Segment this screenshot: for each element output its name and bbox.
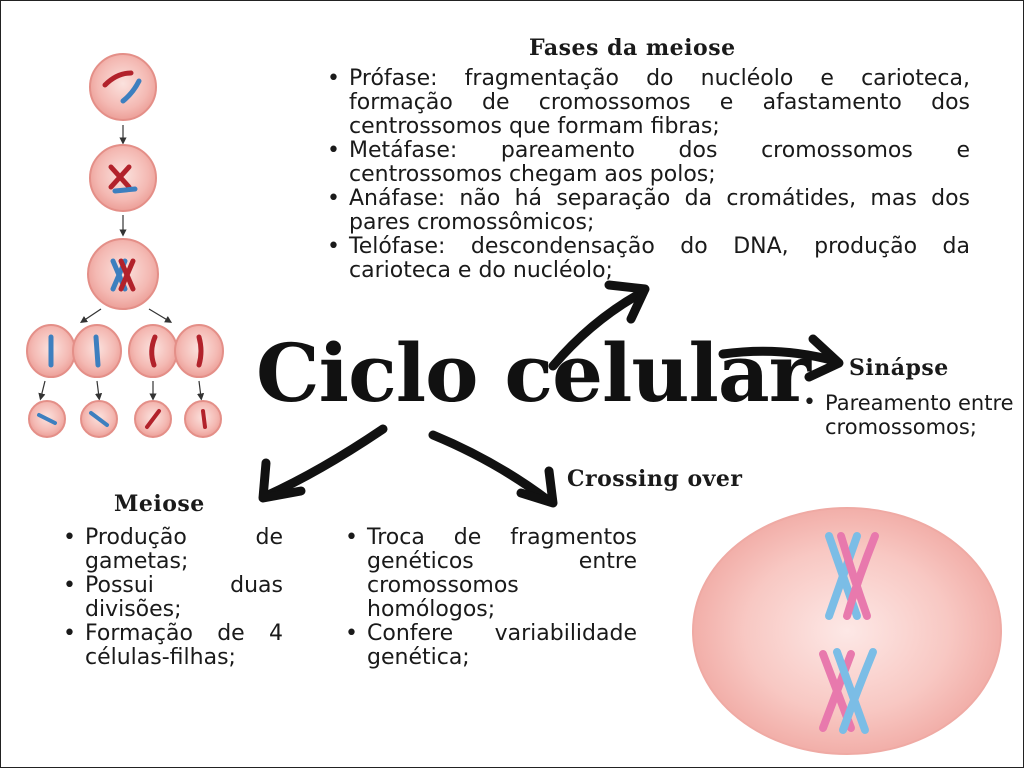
cell-stage-3 [87,238,159,310]
arrow-to-fases [548,288,646,371]
crossing-list: Troca de fragmentos genéticos entre crom… [343,526,637,670]
sinapse-list: Pareamento entre cromossomos; [801,391,1023,439]
meiose-item-gametas: Produção de gametas; [61,526,283,574]
fases-item-anafase: Anáfase: não há separação da cromátides,… [325,187,970,235]
chromosome-pair-top [825,532,879,620]
main-title: Ciclo celular [256,326,811,420]
cell-stage-1 [89,53,157,121]
fases-item-profase: Prófase: fragmentação do nucléolo e cari… [325,67,970,139]
crossing-item-variabilidade: Confere variabilidade genética; [343,622,637,670]
crossing-over-cell-illustration [692,507,1002,755]
meiose-item-celulas: Formação de 4 células-filhas; [61,622,283,670]
chromosome-pair-bottom [819,648,877,734]
crossing-item-troca: Troca de fragmentos genéticos entre crom… [343,526,637,622]
meiosis-division-diagram [26,53,224,438]
cell-stage-4-pair-left [26,324,122,378]
crossing-title: Crossing over [567,466,743,492]
fases-item-telofase: Telófase: descondensação do DNA, produçã… [325,235,970,283]
meiose-item-divisoes: Possui duas divisões; [61,574,283,622]
cell-stage-2 [89,144,157,212]
cell-stage-5-gametes [28,400,222,438]
fases-list: Prófase: fragmentação do nucléolo e cari… [325,67,970,283]
arrow-to-meiose [261,424,388,501]
meiose-list: Produção de gametas; Possui duas divisõe… [61,526,283,670]
cell-stage-4-pair-right [128,324,224,378]
meiose-title: Meiose [114,491,205,517]
sinapse-title: Sinápse [849,355,949,381]
arrow-to-sinapse [718,346,840,366]
fases-title: Fases da meiose [529,35,736,61]
sinapse-item: Pareamento entre cromossomos; [801,391,1023,439]
fases-item-metafase: Metáfase: pareamento dos cromossomos e c… [325,139,970,187]
arrow-to-crossing [428,430,554,506]
